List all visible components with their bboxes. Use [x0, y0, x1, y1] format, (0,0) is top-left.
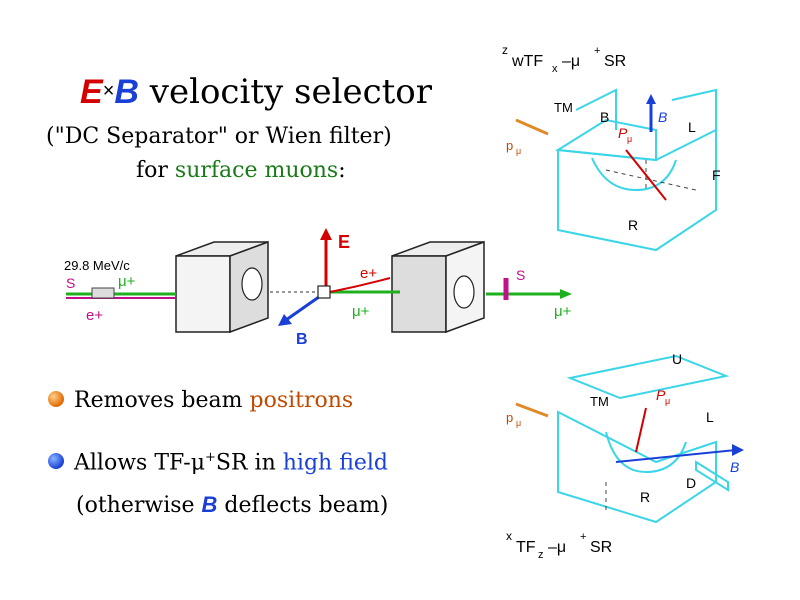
- bullet-2-line2-suffix: deflects beam): [217, 493, 389, 518]
- mu-plus-mid: μ+: [352, 303, 370, 320]
- e-plus-right: e+: [360, 265, 377, 282]
- top-b-label: B: [600, 109, 609, 125]
- separator-plate-right: [391, 240, 485, 334]
- bottom-p-mu-sub: μ: [516, 418, 521, 428]
- top-title-sup: +: [594, 45, 600, 57]
- top-title-post: –μ: [562, 53, 580, 70]
- origin-cube: [317, 285, 331, 299]
- bottom-title-end: SR: [590, 539, 612, 556]
- top-p-mu-sub: μ: [516, 146, 521, 156]
- top-f-label: F: [712, 167, 721, 183]
- bottom-title-pre: x: [506, 529, 512, 543]
- top-P-mu-label: P: [618, 125, 628, 141]
- bottom-P-mu-sub: μ: [665, 396, 670, 406]
- subtitle-line2: for surface muons:: [136, 158, 346, 183]
- subtitle-line1: ("DC Separator" or Wien filter): [46, 124, 392, 149]
- top-l-label: L: [688, 119, 696, 135]
- bullet-2-line2-b: B: [201, 492, 218, 517]
- subtitle-suffix: :: [338, 158, 346, 183]
- wien-filter-diagram: 29.8 MeV/c S μ+ e+ E B e+ μ+ S μ+: [64, 228, 572, 348]
- bottom-title-main: TF: [516, 539, 536, 556]
- s-mu-right: S: [516, 267, 525, 283]
- bottom-d-label: D: [686, 475, 696, 491]
- bottom-l-label: L: [706, 409, 714, 425]
- momentum-label: 29.8 MeV/c: [64, 258, 130, 273]
- bullet-1-prefix: Removes beam: [74, 388, 250, 413]
- top-r-label: R: [628, 217, 638, 233]
- bottom-tm-label: TM: [590, 394, 609, 409]
- bullet-1: Removes beam positrons: [48, 388, 353, 413]
- bullet-2: Allows TF-μ+SR in high field: [48, 450, 388, 475]
- subtitle-highlight: surface muons: [174, 158, 339, 183]
- top-tm-label: TM: [554, 100, 573, 115]
- muon-out-arrow-icon: [560, 289, 572, 299]
- bottom-r-label: R: [640, 489, 650, 505]
- bullet-orange-icon: [48, 391, 64, 407]
- incoming-beam-top: [515, 118, 549, 136]
- title-rest: velocity selector: [138, 72, 433, 112]
- title-b: B: [114, 73, 139, 111]
- tf-apparatus-diagram: U TM L D R p μ P μ B x TF z –μ + SR: [506, 351, 744, 560]
- top-title-pre: z: [502, 43, 508, 57]
- bullet-2-line2: (otherwise B deflects beam): [76, 492, 388, 518]
- bullet-2-sup: +: [205, 450, 216, 465]
- bottom-p-mu-label: p: [506, 410, 513, 425]
- separator-plate-left: [175, 240, 269, 334]
- bottom-title-sup: +: [580, 531, 586, 543]
- apparatus-outline-top: [554, 88, 717, 252]
- mu-plus-right: μ+: [554, 303, 572, 320]
- top-p-mu-label: p: [506, 138, 513, 153]
- bottom-title-post: –μ: [548, 539, 566, 556]
- apparatus-outline-bottom: [557, 354, 730, 524]
- spin-arrow-left-icon: [91, 287, 115, 299]
- s-mu-left: S: [66, 275, 75, 291]
- mu-plus-left: μ+: [118, 273, 136, 290]
- title-times: ×: [102, 80, 115, 102]
- bottom-B-vec-label: B: [730, 459, 739, 475]
- top-title-sub: x: [552, 63, 558, 75]
- positron-deflected: [329, 277, 391, 293]
- title-e: E: [80, 73, 103, 111]
- bullet-1-highlight: positrons: [249, 388, 354, 413]
- e-plus-left: e+: [86, 307, 103, 324]
- slide-title: E×B velocity selector: [80, 72, 432, 112]
- top-P-mu-sub: μ: [627, 134, 632, 144]
- top-title-main: wTF: [511, 53, 543, 70]
- b-vector-top-head-icon: [646, 94, 656, 104]
- b-field-arrow-head-icon: [278, 314, 292, 326]
- bullet-blue-icon: [48, 453, 64, 470]
- bullet-2-highlight: high field: [282, 450, 389, 476]
- subtitle-prefix: for: [136, 158, 175, 183]
- p-mu-vector: [625, 149, 667, 201]
- bullet-2-prefix: Allows TF-μ: [74, 450, 206, 476]
- wtf-apparatus-diagram: z wTF x –μ + SR TM B L F R p μ P μ B: [502, 43, 721, 252]
- b-vector-bottom-head-icon: [732, 444, 744, 456]
- bottom-P-mu-label: P: [656, 387, 666, 403]
- bullet-2-line2-prefix: (otherwise: [76, 493, 202, 518]
- e-field-arrow-head-icon: [320, 228, 332, 240]
- top-title-end: SR: [604, 53, 626, 70]
- bottom-title-sub: z: [538, 549, 544, 560]
- bullet-2-mid: SR in: [215, 450, 283, 476]
- top-B-vec-label: B: [658, 109, 667, 125]
- p-mu-vector-bottom: [635, 407, 647, 453]
- incoming-beam-bottom: [515, 402, 549, 418]
- b-vector-bottom: [615, 449, 737, 463]
- bottom-u-label: U: [672, 351, 682, 367]
- b-field-label: B: [296, 331, 308, 348]
- e-field-label: E: [338, 232, 350, 252]
